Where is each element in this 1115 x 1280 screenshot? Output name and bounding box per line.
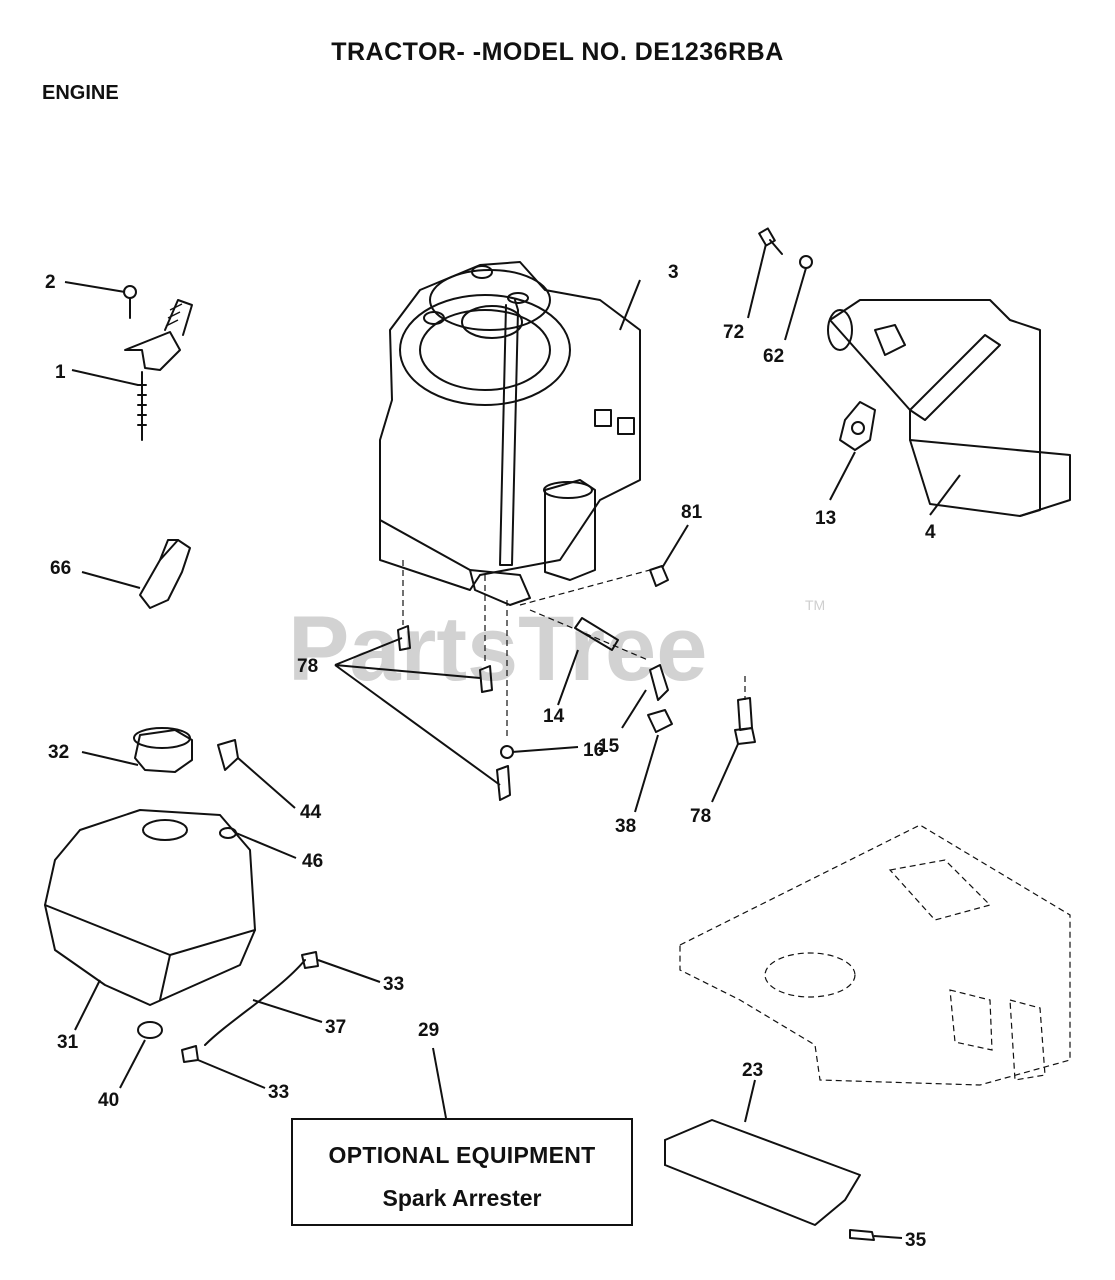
engine-part: [379, 261, 641, 606]
callout-40: 40: [98, 1090, 119, 1111]
callout-14: 14: [543, 706, 565, 727]
callout-78b: 78: [690, 806, 711, 827]
fuel-tank-part: [44, 727, 256, 1006]
callout-31: 31: [57, 1032, 79, 1053]
callout-35: 35: [905, 1230, 927, 1251]
muffler-assembly-part: [758, 227, 1071, 517]
callout-16: 16: [583, 740, 604, 761]
callout-labels: 1 2 3 72 62 13 4 81 66 78 14 15 16 38 78…: [45, 262, 936, 1251]
optional-equipment-title: OPTIONAL EQUIPMENT: [328, 1142, 596, 1168]
hardware-parts: [397, 565, 756, 801]
callout-33a: 33: [383, 974, 404, 995]
callout-15: 15: [598, 736, 620, 757]
callout-33b: 33: [268, 1082, 289, 1103]
callout-38: 38: [615, 816, 636, 837]
bracket-part: [139, 539, 191, 609]
callout-32: 32: [48, 742, 69, 763]
callout-2: 2: [45, 272, 56, 293]
callout-46: 46: [302, 851, 323, 872]
optional-equipment-box: OPTIONAL EQUIPMENT Spark Arrester: [291, 1118, 633, 1226]
callout-44: 44: [300, 802, 322, 823]
callout-78a: 78: [297, 656, 318, 677]
callout-23: 23: [742, 1060, 763, 1081]
optional-equipment-item: Spark Arrester: [382, 1185, 542, 1211]
watermark-tm: TM: [805, 597, 825, 613]
callout-13: 13: [815, 508, 836, 529]
callout-1: 1: [55, 362, 66, 383]
throttle-control-part: [123, 285, 193, 441]
callout-81: 81: [681, 502, 703, 523]
leader-lines: [64, 243, 961, 1239]
watermark-text: PartsTree: [288, 598, 707, 700]
callout-62: 62: [763, 346, 784, 367]
callout-3: 3: [668, 262, 679, 283]
fuel-line-parts: [137, 951, 319, 1063]
callout-29: 29: [418, 1020, 439, 1041]
chassis-plate-part: [679, 824, 1071, 1086]
callout-66: 66: [50, 558, 71, 579]
diagram-title: TRACTOR- -MODEL NO. DE1236RBA: [331, 38, 784, 66]
section-label: ENGINE: [42, 82, 119, 104]
spark-arrester-part: [664, 1119, 875, 1241]
callout-37: 37: [325, 1017, 346, 1038]
callout-4: 4: [925, 522, 936, 543]
callout-72: 72: [723, 322, 744, 343]
